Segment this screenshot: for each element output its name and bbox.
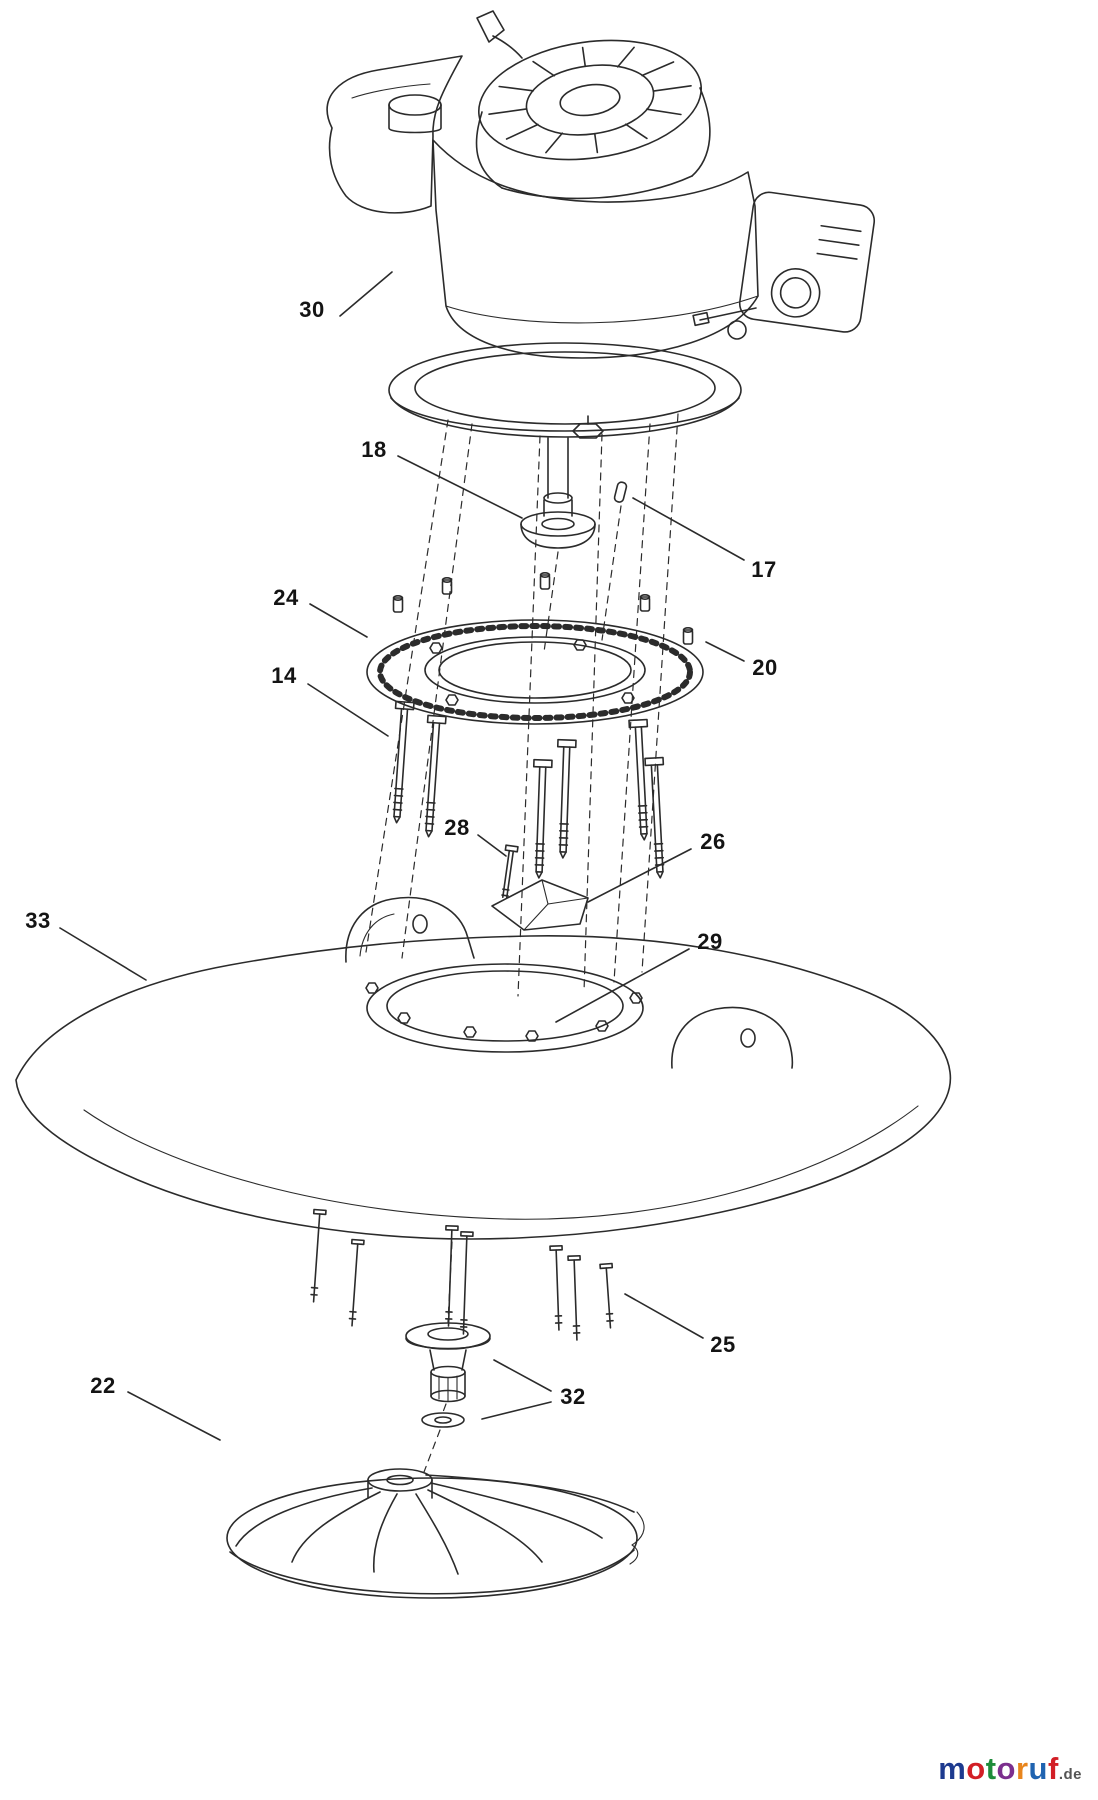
callout-28: 28 [444,815,470,840]
callout-24: 24 [273,585,299,610]
callout-30: 30 [299,297,325,322]
logo-letter: f [1047,1751,1059,1786]
logo-letter: o [996,1751,1016,1786]
washer-32 [421,1412,465,1428]
callout-20: 20 [752,655,778,680]
callout-22: 22 [90,1373,116,1398]
blade-adapter-32 [405,1322,491,1403]
logo-letter: m [938,1751,967,1786]
logo-letters: motoruf [938,1751,1059,1786]
screw-28 [501,844,519,899]
bracket-26 [491,879,589,931]
callout-18: 18 [361,437,387,462]
callout-leader-lines [59,271,745,1441]
engine-assembly [326,10,876,439]
logo-letter: u [1028,1751,1048,1786]
callout-25: 25 [710,1332,736,1357]
callout-14: 14 [271,663,297,688]
callout-29: 29 [697,929,723,954]
callout-33: 33 [25,908,51,933]
logo-suffix: .de [1058,1766,1082,1783]
alignment-lines [365,413,679,1473]
logo-letter: r [1015,1751,1029,1786]
spacers-20 [392,571,694,645]
adapter-ring-24 [366,619,704,725]
callout-26: 26 [700,829,726,854]
motoruf-logo[interactable]: motoruf.de [938,1753,1082,1784]
callout-32: 32 [560,1384,586,1409]
callout-17: 17 [751,557,777,582]
impeller-22 [226,1468,645,1599]
deck-housing-33 [15,896,952,1240]
key-17 [613,481,628,503]
recoil-handle [476,10,505,43]
bolts-14 [392,700,665,879]
logo-letter: t [985,1751,997,1786]
logo-letter: o [966,1751,986,1786]
screws-25 [310,1208,614,1341]
crank-adapter-18 [520,437,596,549]
deck-opening-29 [365,963,644,1053]
